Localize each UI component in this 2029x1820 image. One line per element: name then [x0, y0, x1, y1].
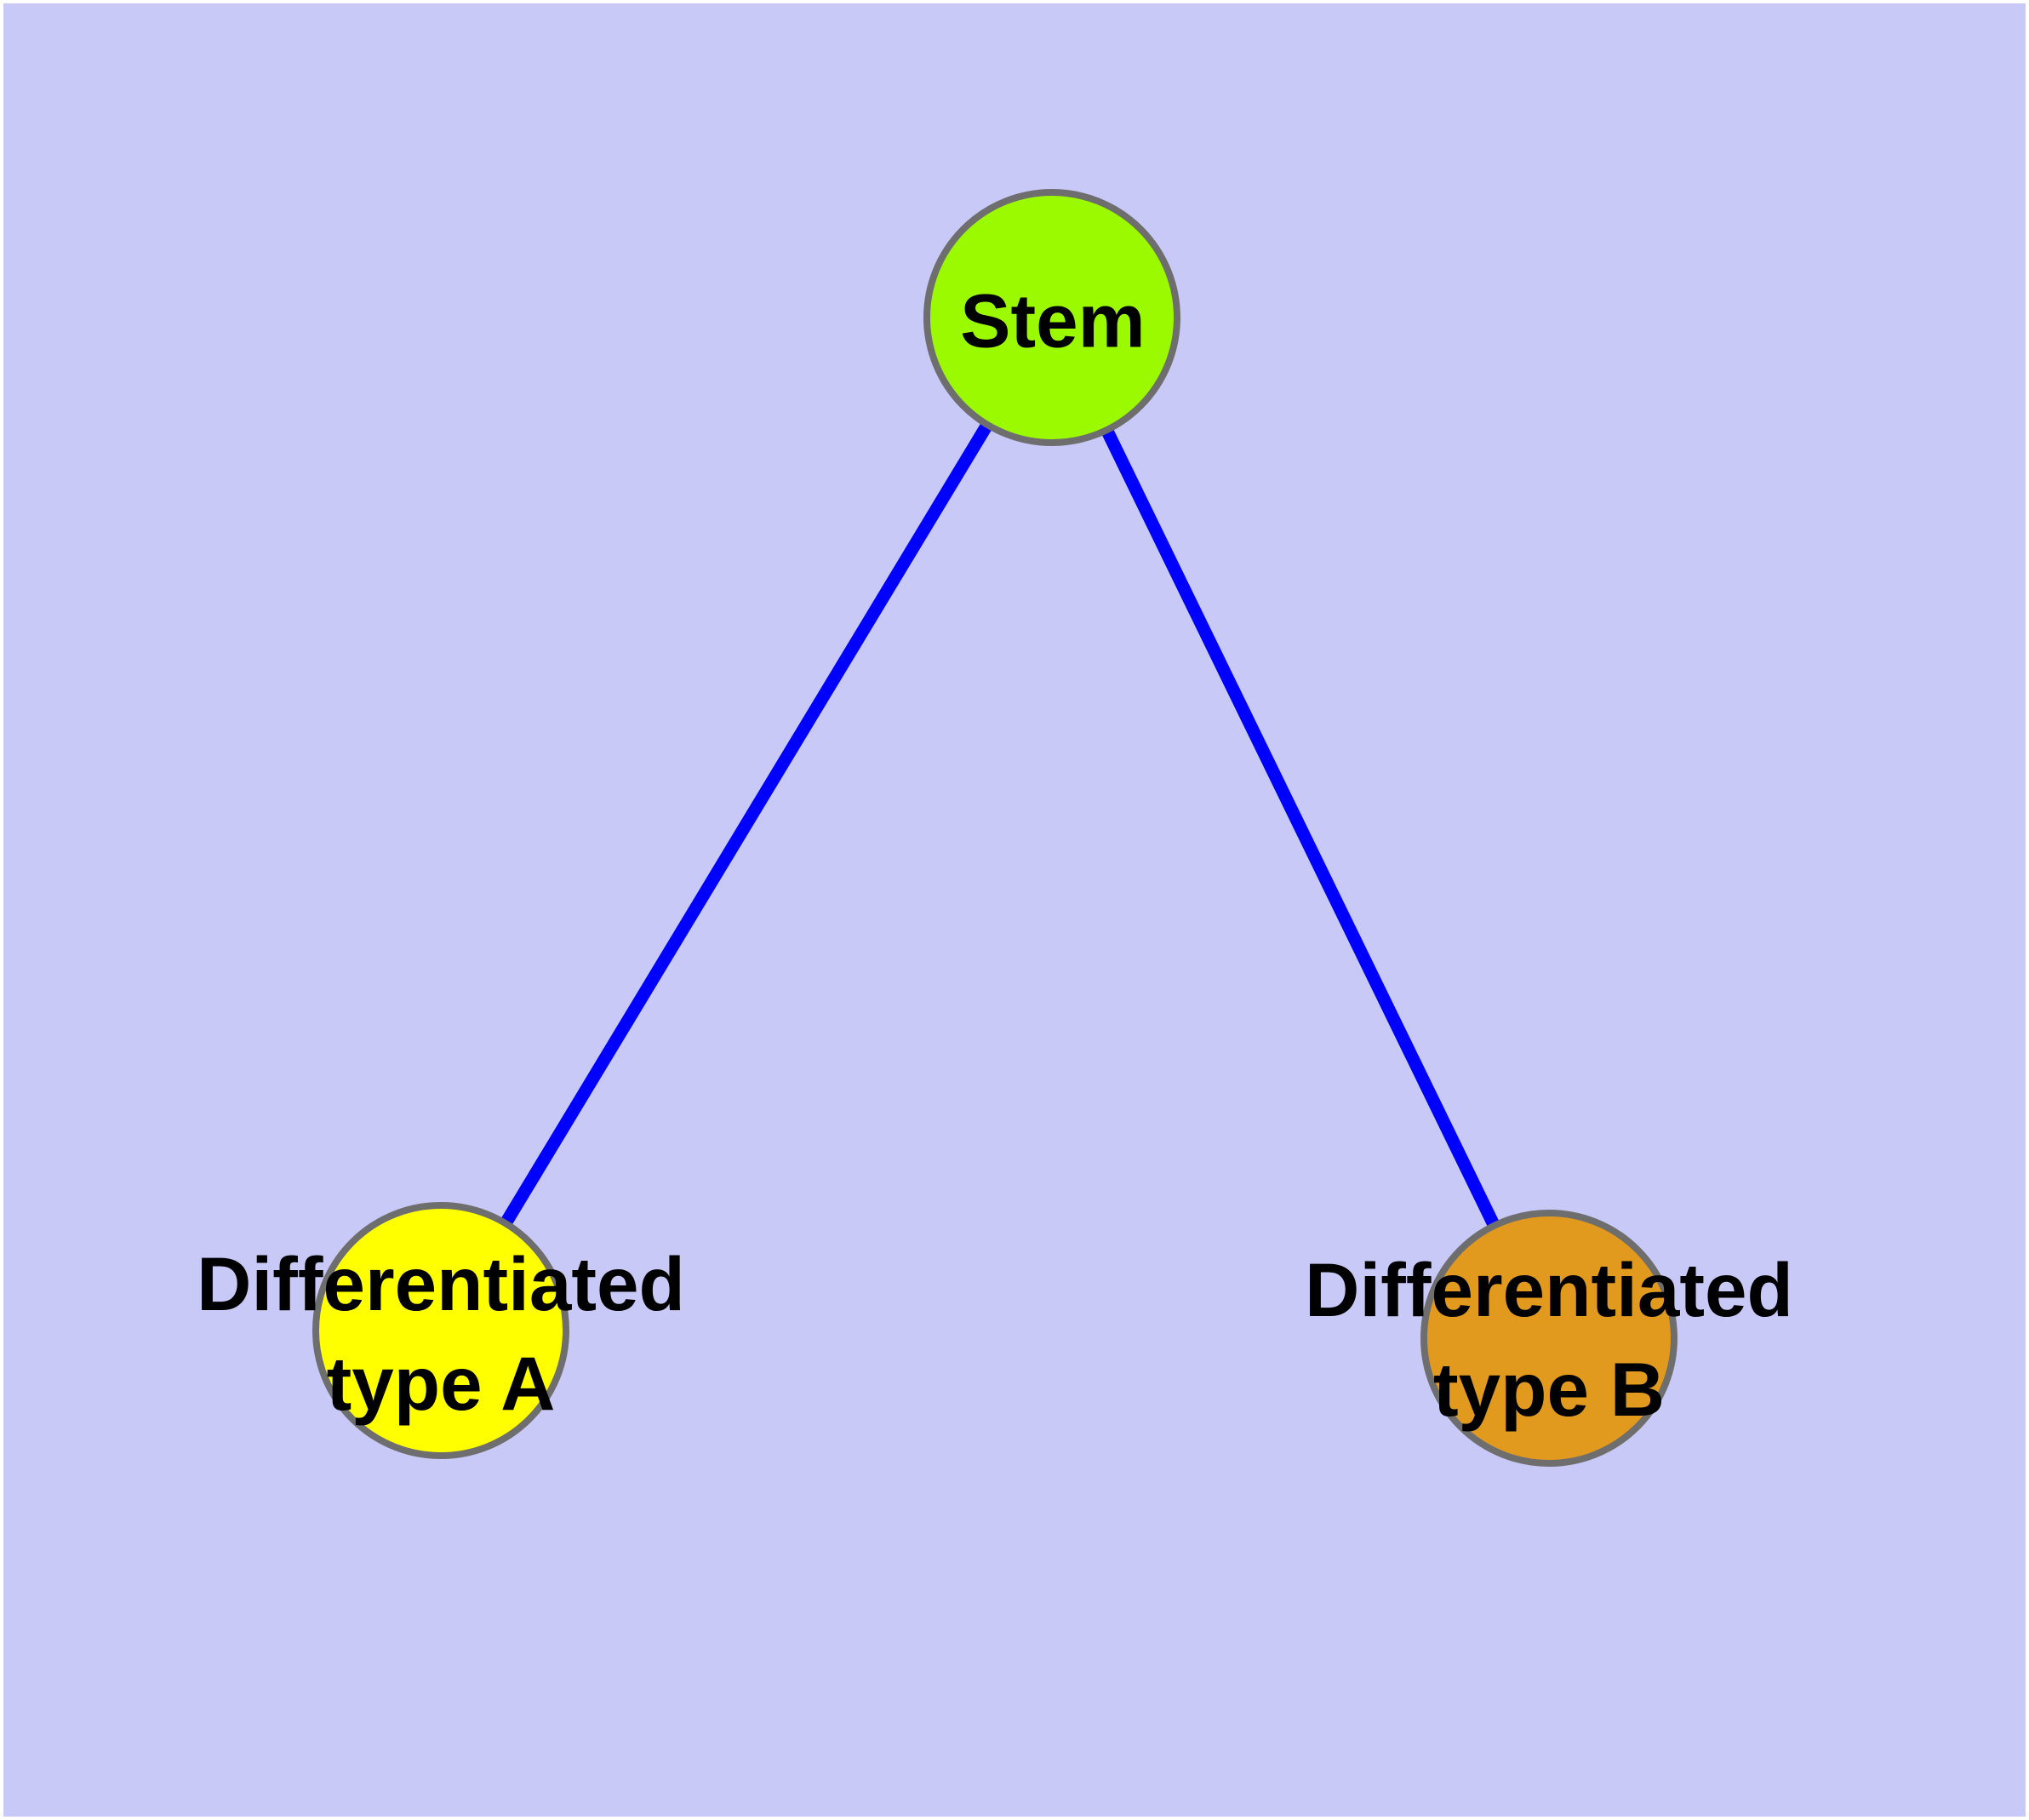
node-type-b-label-line2: type B: [1432, 1347, 1665, 1432]
edge-stem-to-type-b: [1046, 314, 1555, 1342]
node-stem-label-text: Stem: [960, 278, 1146, 363]
node-type-b-label: Differentiated type B: [1305, 1240, 1793, 1439]
node-stem: [923, 189, 1180, 446]
edge-stem-to-type-a: [435, 314, 1058, 1334]
node-differentiated-type-a: [312, 1202, 569, 1459]
node-stem-label: Stem: [960, 272, 1146, 371]
node-type-b-label-line1: Differentiated: [1305, 1247, 1793, 1332]
node-type-a-label-line2: type A: [326, 1341, 556, 1426]
node-type-a-label-line1: Differentiated: [197, 1241, 685, 1326]
node-type-a-label: Differentiated type A: [197, 1234, 685, 1434]
node-differentiated-type-b: [1420, 1210, 1677, 1467]
